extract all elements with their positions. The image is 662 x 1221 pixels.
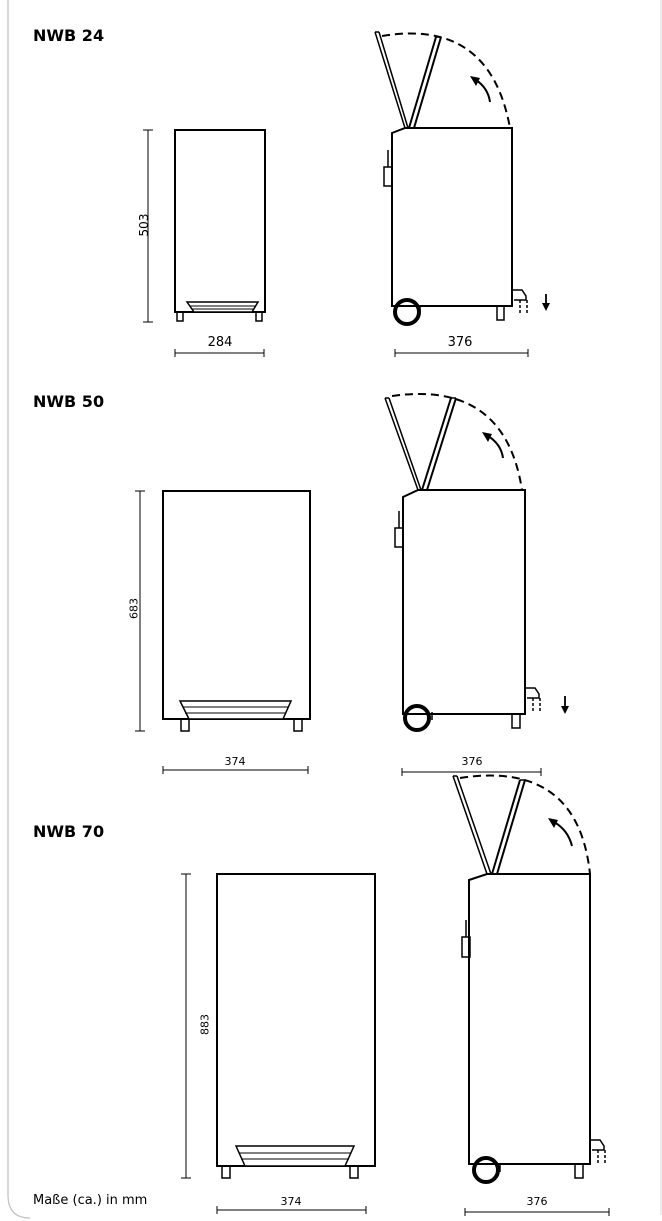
model-title-nwb24: NWB 24 [33,26,105,45]
width-label-nwb24: 284 [207,335,233,350]
depth-label-nwb50: 376 [461,755,483,768]
width-label-nwb70: 374 [280,1195,302,1208]
model-title-nwb50: NWB 50 [33,392,105,411]
model-title-nwb70: NWB 70 [33,822,105,841]
units-footnote: Maße (ca.) in mm [33,1193,148,1208]
width-label-nwb50: 374 [224,755,246,768]
depth-label-nwb70: 376 [526,1195,548,1208]
depth-label-nwb24: 376 [447,335,473,350]
